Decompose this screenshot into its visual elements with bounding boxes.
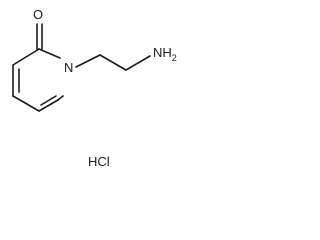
bond-ch2-nh2 — [125, 55, 151, 71]
amine-group-label: NH2 — [153, 45, 177, 63]
amine-subscript-label: 2 — [172, 53, 177, 63]
nitrogen-atom-label: N — [64, 60, 73, 75]
amine-nh-label: NH — [153, 45, 172, 60]
bond-c2-c3 — [12, 48, 40, 66]
structure-canvas: O N NH2 HCl — [0, 0, 200, 173]
bond-ch2-ch2 — [99, 54, 127, 71]
bond-n1-c2 — [38, 48, 61, 59]
bond-c5-c6 — [38, 99, 59, 112]
bond-c5-c6-inner — [40, 95, 57, 106]
chemical-structure-drawing: O N NH2 HCl — [12, 7, 177, 169]
bond-c4-c5 — [12, 95, 40, 112]
bond-n1-ch2 — [75, 54, 101, 68]
bond-c6-n1 — [57, 95, 64, 101]
salt-label: HCl — [88, 154, 110, 169]
oxygen-atom-label: O — [33, 7, 43, 22]
